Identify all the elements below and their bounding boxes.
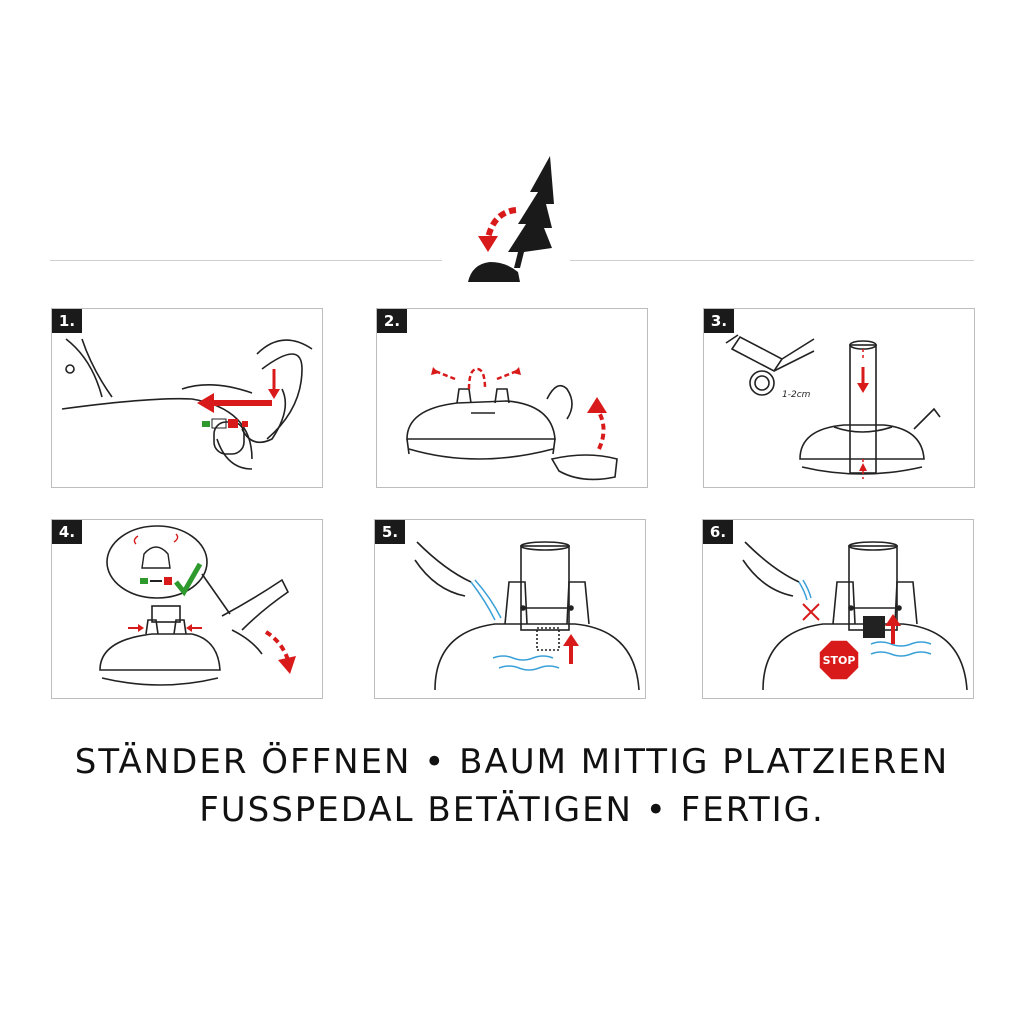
divider-left [50,260,442,261]
step-panel-1: 1. [51,308,323,488]
step-4-illustration [99,525,296,686]
step-panel-4: 4. [51,519,323,699]
caption-line-1: STÄNDER ÖFFNEN • BAUM MITTIG PLATZIEREN [74,742,950,782]
step-number: 3. [704,309,734,333]
step-5-illustration [414,541,640,691]
step-number: 1. [52,309,82,333]
divider-right [570,260,974,261]
step-panel-3: 3. 1-2cm [703,308,975,488]
step-panel-5: 5. [374,519,646,699]
step-3-illustration: 1-2cm [725,334,941,479]
step-number: 5. [375,520,405,544]
stop-sign-label: STOP [823,654,856,667]
measure-label: 1-2cm [782,390,811,400]
step-number: 4. [52,520,82,544]
christmas-tree-rotate-icon [468,156,554,282]
step-panel-2: 2. [376,308,648,488]
step-number: 2. [377,309,407,333]
step-1-illustration [61,338,313,470]
step-panel-6: 6. STOP [702,519,974,699]
caption-line-2: FUSSPEDAL BETÄTIGEN • FERTIG. [199,790,825,830]
step-2-illustration [406,367,618,481]
step-number: 6. [703,520,733,544]
step-6-illustration: STOP [742,541,968,691]
